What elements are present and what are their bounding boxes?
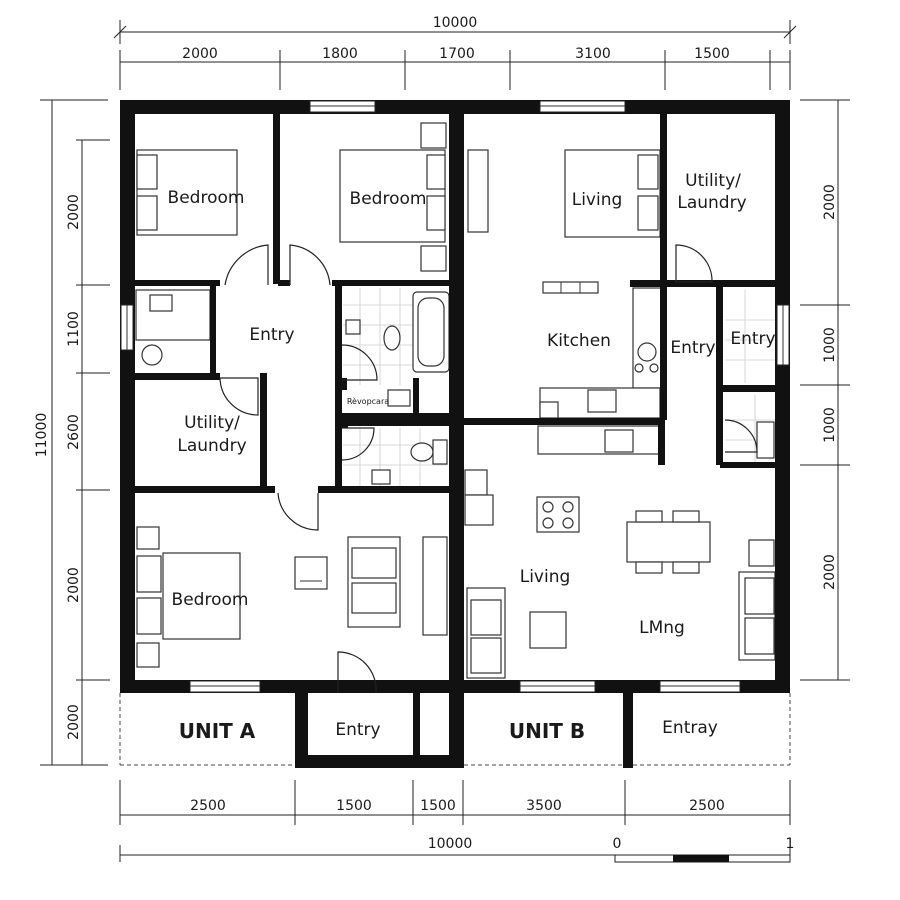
unit-a-labels: Bedroom Bedroom Entry Utility/ Laundry R… — [168, 188, 427, 743]
furniture — [135, 122, 776, 679]
bottom-dim-2: 1500 — [336, 798, 372, 814]
unit-b-title: UNIT B — [509, 719, 585, 743]
porch-outlines — [119, 693, 791, 766]
unit-b-living-label: Living — [520, 567, 571, 587]
bottom-dim-3: 1500 — [420, 798, 456, 814]
unit-a-small-label: Rèvopcara — [347, 396, 389, 406]
unit-b-entry-side-label: Entry — [730, 329, 775, 349]
top-dim-5: 1500 — [694, 46, 730, 62]
left-total-dim: 11000 — [34, 413, 50, 458]
scale-start-label: 0 — [613, 836, 622, 852]
bottom-total-dim: 10000 — [428, 836, 473, 852]
unit-a-utility-label: Utility/ — [184, 413, 240, 433]
doors — [219, 244, 758, 694]
unit-b-utility-label: Utility/ — [685, 171, 741, 191]
right-dim-4: 2000 — [822, 554, 838, 590]
right-dim-3: 1000 — [822, 407, 838, 443]
right-dim-2: 1000 — [822, 327, 838, 363]
top-dim-4: 3100 — [575, 46, 611, 62]
left-dim-4: 2000 — [66, 567, 82, 603]
top-dim-2: 1800 — [322, 46, 358, 62]
bottom-dim-5: 2500 — [689, 798, 725, 814]
unit-b-living-dining-label: LMng — [639, 618, 685, 638]
top-total-dim: 10000 — [433, 15, 478, 31]
bottom-dim-4: 3500 — [526, 798, 562, 814]
bathroom-tiles — [343, 288, 775, 486]
left-dim-5: 2000 — [66, 704, 82, 740]
left-dim-3: 2600 — [66, 414, 82, 450]
bottom-dim-1: 2500 — [190, 798, 226, 814]
unit-b-living-top-label: Living — [572, 190, 623, 210]
scale-bar: 0 1 — [613, 836, 795, 863]
unit-b-kitchen-label: Kitchen — [547, 331, 611, 351]
unit-b-entry-label: Entry — [670, 338, 715, 358]
unit-b-porch-entry-label: Entray — [662, 718, 718, 738]
top-dim-1: 2000 — [182, 46, 218, 62]
unit-b-labels: Living Utility/ Laundry Kitchen Entry En… — [509, 171, 776, 743]
unit-b-laundry-label: Laundry — [677, 193, 746, 213]
unit-a-porch-entry-label: Entry — [335, 720, 380, 740]
top-dim-3: 1700 — [439, 46, 475, 62]
unit-a-bedroom-2-label: Bedroom — [350, 189, 427, 209]
left-dim-2: 1100 — [66, 311, 82, 347]
dimension-lines — [40, 20, 850, 862]
unit-a-entry-label: Entry — [249, 325, 294, 345]
windows — [120, 100, 790, 693]
unit-a-laundry-label: Laundry — [177, 436, 246, 456]
unit-a-title: UNIT A — [179, 719, 256, 743]
left-dim-1: 2000 — [66, 194, 82, 230]
unit-a-bedroom-3-label: Bedroom — [172, 590, 249, 610]
unit-a-bedroom-1-label: Bedroom — [168, 188, 245, 208]
scale-end-label: 1 — [786, 836, 795, 852]
dimension-labels: 10000 2000 1800 1700 3100 1500 11000 200… — [34, 15, 838, 852]
right-dim-1: 2000 — [822, 184, 838, 220]
